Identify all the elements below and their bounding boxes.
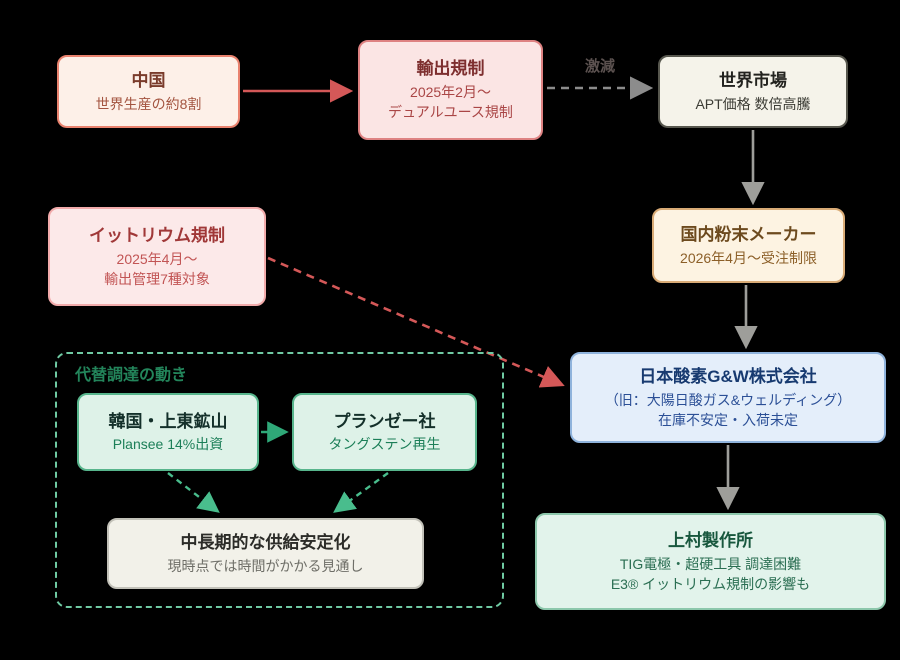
node-export-regulation-line2: デュアルユース規制 [388,104,513,121]
node-world-market-title: 世界市場 [719,71,787,91]
node-uemura-seisakusho-title: 上村製作所 [668,530,753,550]
node-world-market-subtitle: APT価格 数倍高騰 [695,95,811,112]
alternative-sourcing-group [55,352,504,608]
sharp-decline-edge-label: 激減 [584,58,615,75]
alternative-sourcing-label: 代替調達の動き [75,367,188,384]
node-nippon-sanso-gw-title: 日本酸素G&W株式会社 [639,366,817,386]
node-supply-stabilization: 中長期的な供給安定化 現時点では時間がかかる見通し [107,518,424,589]
node-domestic-powder-maker-title: 国内粉末メーカー [680,225,817,245]
node-uemura-seisakusho: 上村製作所 TIG電極・超硬工具 調達困難 E3® イットリウム規制の影響も [535,513,886,610]
node-world-market: 世界市場 APT価格 数倍高騰 [658,55,848,128]
node-yttrium-regulation-line2: 輸出管理7種対象 [104,270,210,287]
node-yttrium-regulation-title: イットリウム規制 [89,225,225,245]
node-korea-sangdong-mine-title: 韓国・上東鉱山 [108,411,228,431]
node-china-title: 中国 [131,71,166,91]
node-export-regulation-line1: 2025年2月〜 [410,84,491,101]
node-china-subtitle: 世界生産の約8割 [95,95,202,112]
node-export-regulation-title: 輸出規制 [416,59,485,79]
node-uemura-seisakusho-line2: E3® イットリウム規制の影響も [610,575,811,592]
node-nippon-sanso-gw: 日本酸素G&W株式会社 （旧：大陽日酸ガス&ウェルディング） 在庫不安定・入荷未… [570,352,886,443]
node-plansee-subtitle: タングステン再生 [328,436,441,453]
node-nippon-sanso-gw-line1: （旧：大陽日酸ガス&ウェルディング） [604,391,852,408]
node-korea-sangdong-mine-subtitle: Plansee 14%出資 [112,436,224,453]
node-supply-stabilization-title: 中長期的な供給安定化 [180,533,351,553]
node-domestic-powder-maker: 国内粉末メーカー 2026年4月〜受注制限 [652,208,845,283]
node-plansee: プランゼー社 タングステン再生 [292,393,477,471]
node-nippon-sanso-gw-line2: 在庫不安定・入荷未定 [658,411,798,428]
node-uemura-seisakusho-line1: TIG電極・超硬工具 調達困難 [619,555,802,572]
node-supply-stabilization-subtitle: 現時点では時間がかかる見通し [167,557,364,574]
node-china: 中国 世界生産の約8割 [57,55,240,128]
node-yttrium-regulation: イットリウム規制 2025年4月〜 輸出管理7種対象 [48,207,266,306]
node-export-regulation: 輸出規制 2025年2月〜 デュアルユース規制 [358,40,543,140]
node-plansee-title: プランゼー社 [333,411,436,431]
node-yttrium-regulation-line1: 2025年4月〜 [116,250,198,267]
node-domestic-powder-maker-subtitle: 2026年4月〜受注制限 [680,249,817,266]
node-korea-sangdong-mine: 韓国・上東鉱山 Plansee 14%出資 [77,393,259,471]
